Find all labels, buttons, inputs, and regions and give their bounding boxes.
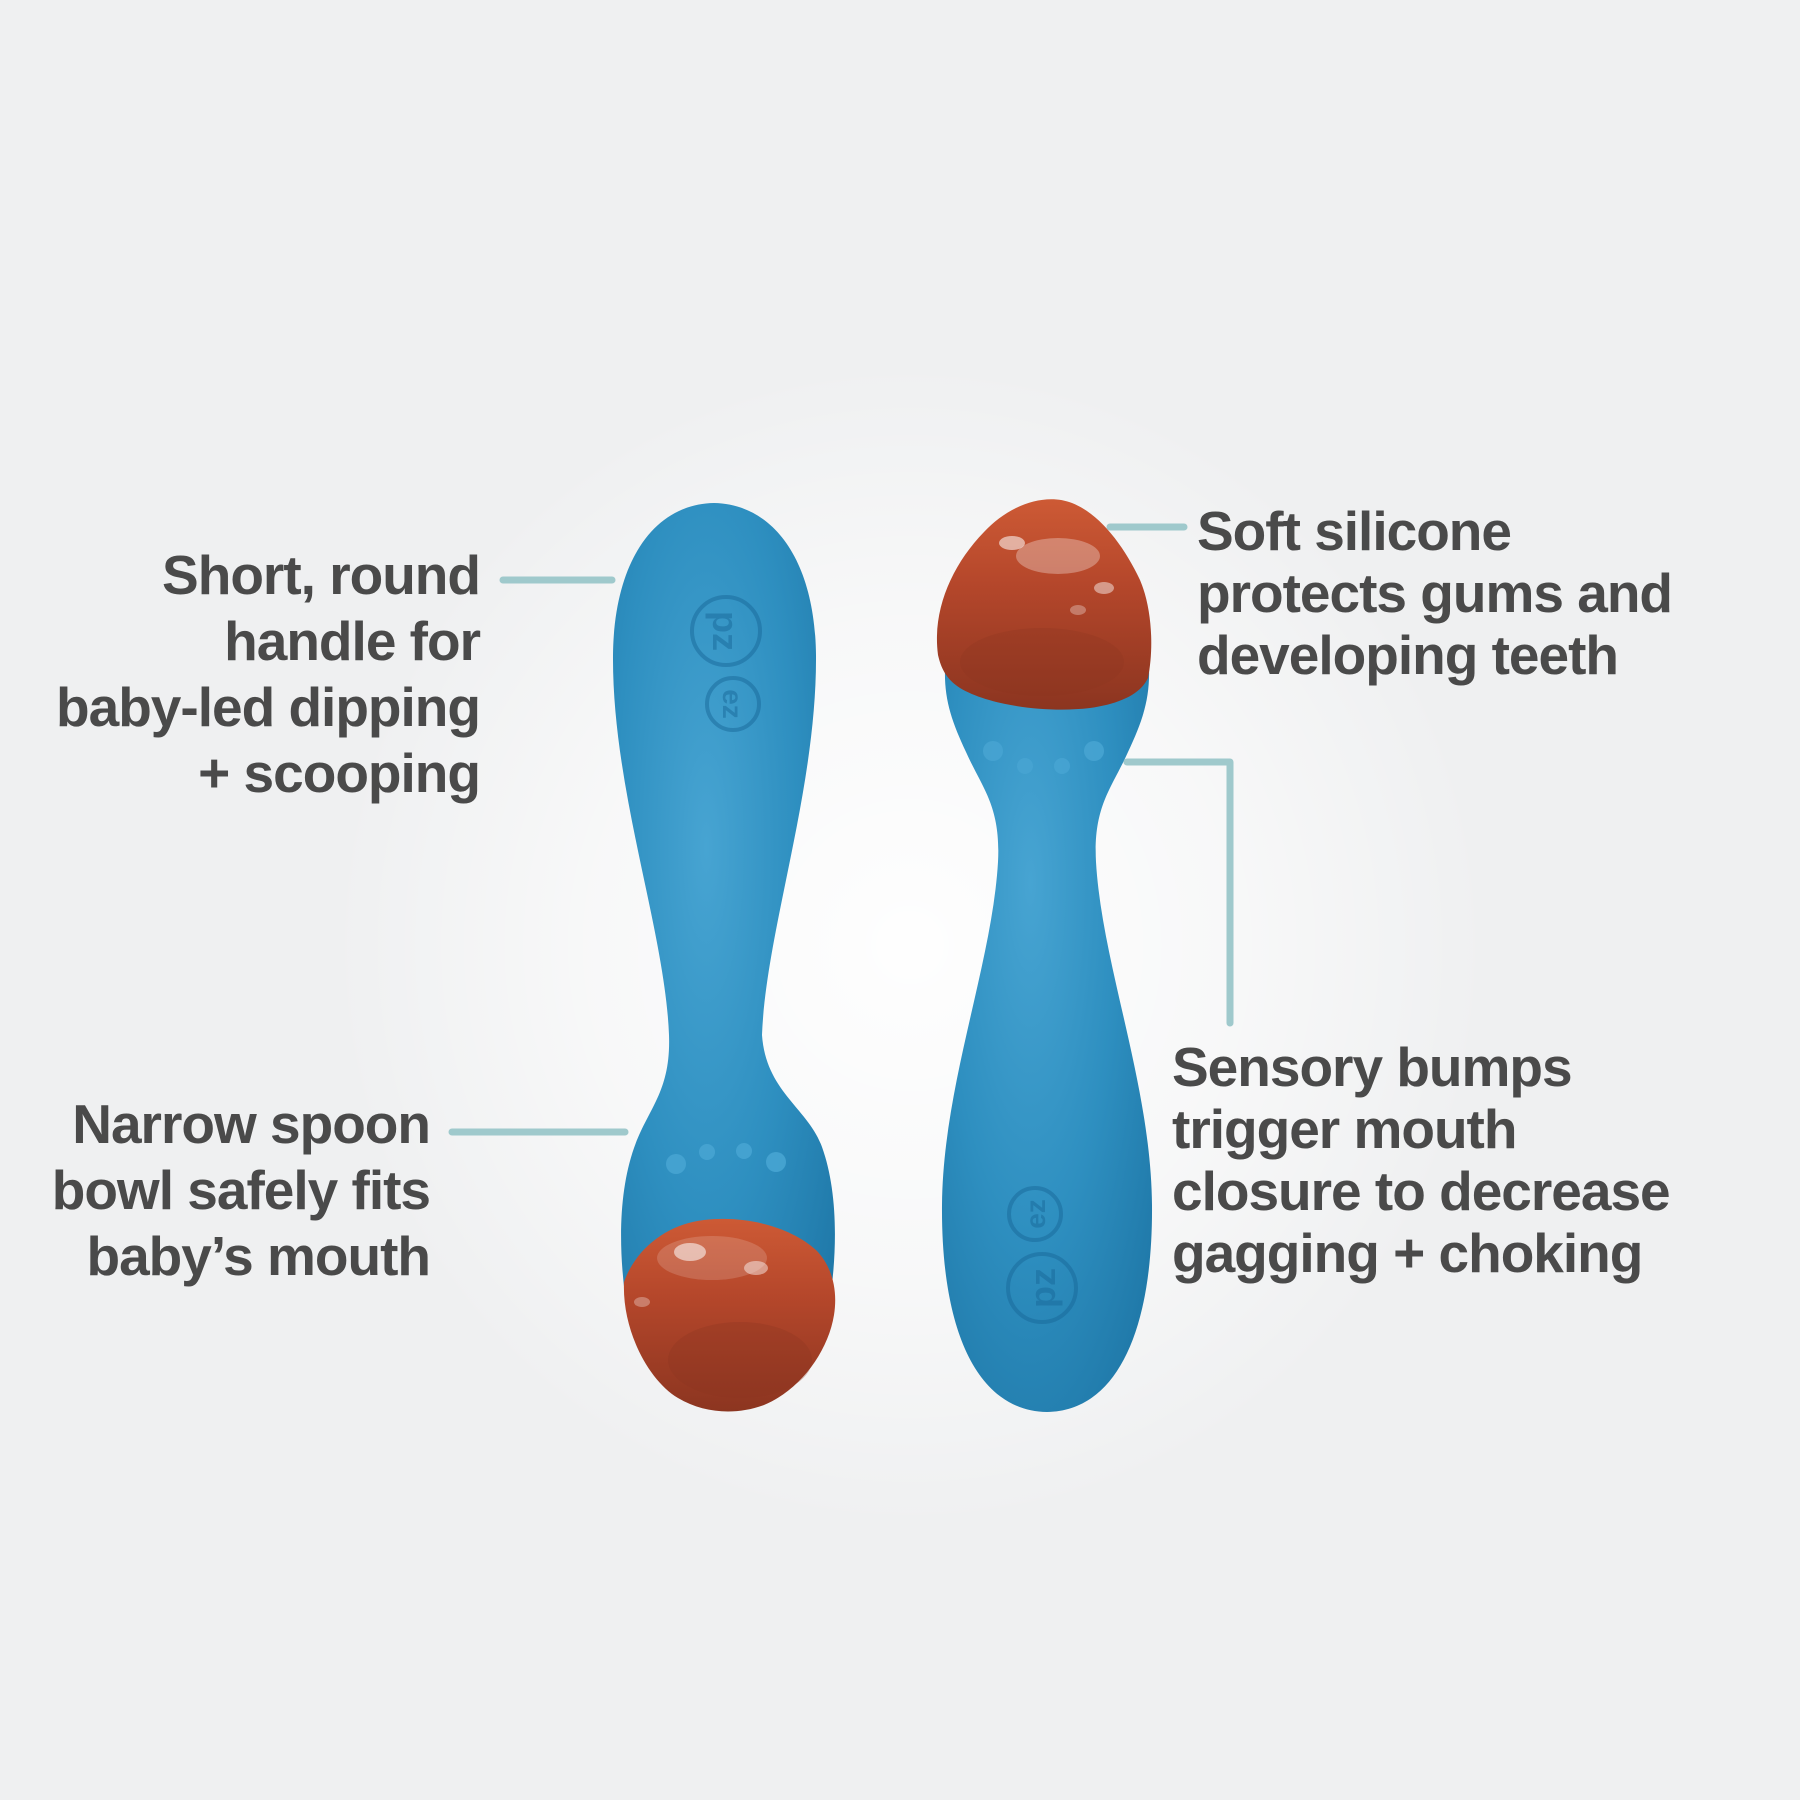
logo-letters-ez: ez — [717, 689, 748, 719]
annotation-line: handle for — [224, 610, 481, 672]
annotation-line: trigger mouth — [1172, 1098, 1517, 1160]
annotation-soft-silicone: Soft silicone protects gums and developi… — [1197, 500, 1673, 686]
spoon-right: pz ez — [936, 499, 1153, 1412]
annotation-line: Short, round — [162, 544, 481, 606]
annotation-line: Soft silicone — [1197, 500, 1512, 562]
sensory-bumps-right — [983, 741, 1104, 774]
logo-letters-pz: pz — [1022, 1268, 1063, 1308]
annotation-line: gagging + choking — [1172, 1222, 1643, 1284]
logo-letters-ez: ez — [1020, 1199, 1051, 1229]
annotation-spoon-bowl: Narrow spoon bowl safely fits baby’s mou… — [51, 1091, 432, 1289]
annotation-line: + scooping — [198, 742, 481, 804]
food-puree-right — [936, 499, 1152, 710]
callout-lines — [448, 523, 1234, 1136]
annotation-handle: Short, round handle for baby-led dipping… — [56, 542, 481, 806]
annotation-sensory-bumps: Sensory bumps trigger mouth closure to d… — [1172, 1036, 1671, 1284]
annotation-line: Narrow spoon — [72, 1093, 431, 1155]
ezpz-logo-icon: pz ez — [690, 595, 762, 732]
annotation-line: developing teeth — [1197, 624, 1619, 686]
spoon-left: pz ez — [612, 503, 836, 1412]
annotation-line: baby’s mouth — [86, 1225, 432, 1287]
annotation-line: bowl safely fits — [51, 1159, 431, 1221]
food-puree-left — [623, 1218, 836, 1412]
ezpz-logo-icon: pz ez — [1006, 1186, 1078, 1324]
annotation-line: Sensory bumps — [1172, 1036, 1573, 1098]
callout-line-bumps — [1123, 758, 1234, 1027]
sensory-bumps-left — [666, 1143, 786, 1174]
spoon-left-body — [612, 503, 835, 1410]
logo-letters-pz: pz — [705, 611, 746, 651]
annotation-line: closure to decrease — [1172, 1160, 1671, 1222]
spoon-right-body — [941, 558, 1153, 1412]
annotation-line: baby-led dipping — [56, 676, 481, 738]
annotation-line: protects gums and — [1197, 562, 1673, 624]
